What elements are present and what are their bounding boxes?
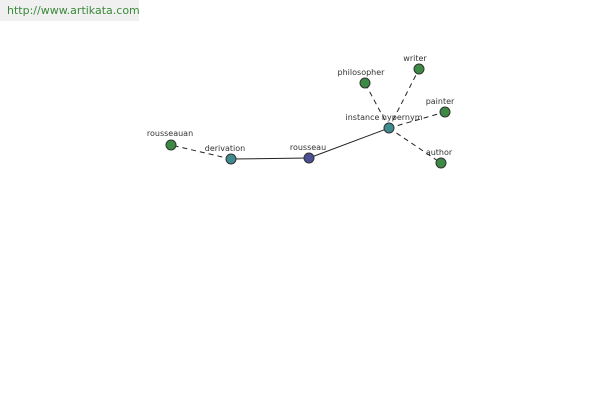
site-url-link[interactable]: http://www.artikata.com xyxy=(7,4,140,17)
node-dot-painter[interactable] xyxy=(439,106,451,118)
node-instance-hypernym[interactable]: instance hypernym xyxy=(346,113,423,134)
node-label-painter: painter xyxy=(426,97,455,106)
graph-nodes: rousseau derivation rousseauan instance hyp… xyxy=(147,54,455,169)
node-dot-rousseau[interactable] xyxy=(303,152,315,164)
node-label-rousseau: rousseau xyxy=(290,143,326,152)
edge-rousseau-derivation xyxy=(230,157,310,160)
node-label-rousseauan: rousseauan xyxy=(147,129,193,138)
edge-instance-hypernym-painter xyxy=(388,111,446,129)
node-philosopher[interactable]: philosopher xyxy=(338,68,386,89)
node-rousseauan[interactable]: rousseauan xyxy=(147,129,193,151)
node-dot-rousseauan[interactable] xyxy=(165,139,177,151)
node-dot-philosopher[interactable] xyxy=(359,77,371,89)
node-writer[interactable]: writer xyxy=(403,54,427,75)
node-label-author: author xyxy=(426,148,453,157)
graph-edges xyxy=(170,68,446,164)
edge-derivation-rousseauan xyxy=(170,144,232,160)
node-label-derivation: derivation xyxy=(205,144,245,153)
node-dot-instance-hypernym[interactable] xyxy=(383,122,395,134)
node-label-instance-hypernym: instance hypernym xyxy=(346,113,423,122)
node-derivation[interactable]: derivation xyxy=(205,144,245,165)
node-rousseau[interactable]: rousseau xyxy=(290,143,326,164)
node-label-philosopher: philosopher xyxy=(338,68,386,77)
edge-instance-hypernym-author xyxy=(388,127,442,164)
edge-instance-hypernym-writer xyxy=(388,68,420,129)
url-banner: http://www.artikata.com xyxy=(0,0,140,21)
node-dot-derivation[interactable] xyxy=(225,153,237,165)
edge-rousseau-instance-hypernym xyxy=(308,127,390,159)
node-label-writer: writer xyxy=(403,54,427,63)
node-dot-writer[interactable] xyxy=(413,63,425,75)
node-dot-author[interactable] xyxy=(435,157,447,169)
node-author[interactable]: author xyxy=(426,148,453,169)
node-painter[interactable]: painter xyxy=(426,97,455,118)
